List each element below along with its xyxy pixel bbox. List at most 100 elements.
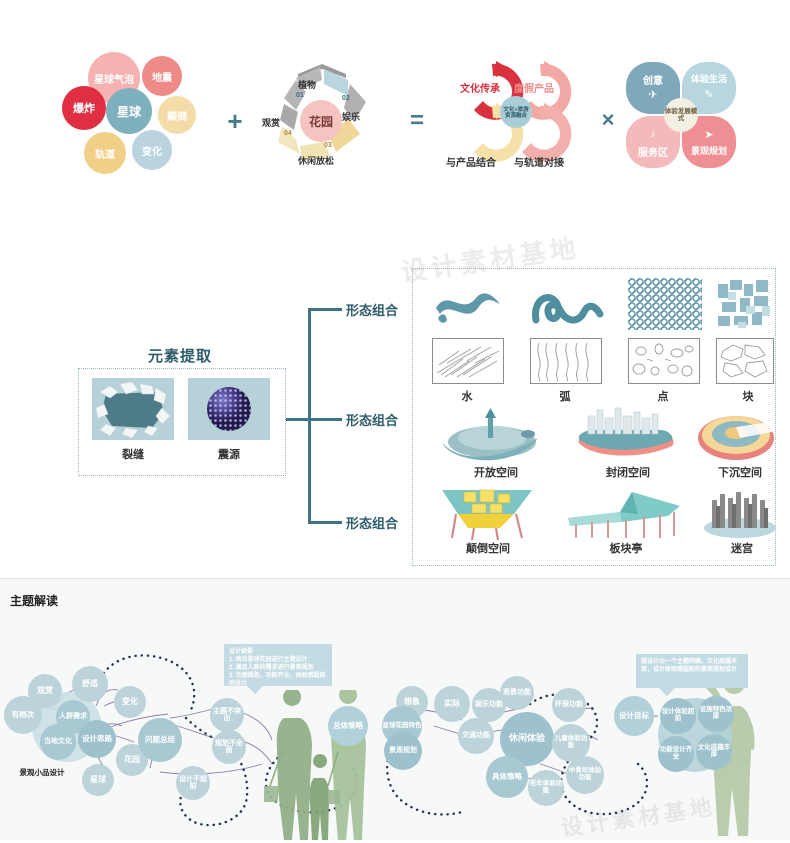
form-caption-open-space: 开放空间	[474, 467, 518, 479]
model-center-label: 体验发展模式	[664, 98, 698, 132]
element-extraction-panel: 元素提取 裂缝	[0, 250, 790, 570]
bubble-label: 交通功能	[462, 732, 490, 740]
cycle-center-garden[interactable]: 花园	[300, 100, 342, 142]
epicenter-icon[interactable]	[188, 378, 270, 440]
form-caption-sunken-space: 下沉空间	[718, 467, 762, 479]
experience-model-diagram: 创意 ✈ 体验生活 ✎ ♪ 服务区 ➤ 景观规划 体验发展模式	[626, 62, 738, 172]
bubble-complete-functional-design[interactable]: 功能设计齐全	[658, 736, 694, 772]
callout-line-1: 1. 结合星球花园进行主题设计	[229, 657, 308, 664]
crack-icon[interactable]	[92, 378, 174, 440]
fusion-center-label: 文化+旅游资源融合	[503, 106, 529, 119]
block-mosaic-icon[interactable]	[716, 278, 772, 330]
speaker-icon: ♪	[650, 128, 656, 140]
cycle-step-4-label: 观赏	[262, 118, 281, 128]
cycle-center-label: 花园	[308, 114, 333, 129]
bubble-inverted[interactable]: 颠倒	[158, 96, 196, 134]
callout-design-vision[interactable]: 想设计出一个主题明确，文化底蕴丰厚，设计体验感超前的景观规划设计	[636, 654, 748, 696]
fusion-label-rail: 与轨道对接	[514, 158, 564, 169]
fusion-label-product: 与产品结合	[446, 158, 496, 169]
culture-tourism-fusion-diagram: 文化+旅游资源融合 文化传承 度假产品 与产品结合 与轨道对接	[446, 56, 582, 176]
bubble-practical[interactable]: 实际	[434, 686, 470, 722]
bubble-viewing-function[interactable]: 观景功能	[500, 676, 534, 710]
bubble-label: 具体策略	[492, 772, 522, 782]
quadrant-creativity[interactable]: 创意 ✈	[626, 62, 680, 114]
bubble-label: 想象	[404, 696, 420, 706]
source-caption-epicenter: 震源	[218, 449, 240, 461]
dot-mesh-icon[interactable]	[628, 278, 702, 330]
cycle-step-2-num: 02	[342, 95, 350, 102]
form-caption-pavilion: 板块亭	[609, 543, 643, 555]
bubble-planning-incomplete[interactable]: 规划不全面	[212, 730, 246, 764]
mid-section-title: 元素提取	[148, 348, 213, 365]
cycle-step-2-label: 娱乐	[342, 112, 361, 122]
bubble-orbit[interactable]: 轨道	[84, 132, 126, 174]
open-space-icon[interactable]	[436, 408, 546, 464]
bubble-label: 星球	[90, 774, 106, 784]
form-caption-water: 水	[461, 391, 473, 403]
forms-dashed-panel	[412, 268, 776, 566]
bubble-label: 观赏	[37, 685, 53, 695]
branch-label-2: 形态组合	[346, 413, 399, 428]
cycle-arrows-icon	[278, 64, 366, 160]
callout-line-2: 2. 满足人群的需求进行景观规划	[229, 665, 314, 672]
bubble-comfort[interactable]: 舒适	[72, 666, 108, 702]
bubble-deep-cultural-heritage[interactable]: 文化底蕴丰厚	[696, 734, 732, 770]
bubble-design-approach[interactable]: 设计思路	[78, 720, 116, 758]
bubble-label: 设施特色浓厚	[699, 706, 733, 720]
bubble-young-adult-experience-function[interactable]: 中青年体验功能	[566, 756, 604, 794]
bubble-elderly-experience-function[interactable]: 老年体验功能	[528, 770, 564, 806]
bubble-earthquake[interactable]: 地震	[142, 56, 182, 96]
bubble-explosion[interactable]: 爆炸	[62, 86, 106, 130]
sketch-block-icon	[716, 338, 774, 384]
closed-space-icon[interactable]	[572, 406, 682, 464]
rocket-icon: ✈	[648, 89, 658, 101]
bubble-design-not-advanced[interactable]: 设计不超前	[176, 766, 210, 800]
arc-curve-icon[interactable]	[530, 282, 610, 330]
bottom-section-title: 主题解读	[10, 594, 59, 608]
bubble-rich-facility-features[interactable]: 设施特色浓厚	[698, 696, 734, 732]
bubble-design-goal[interactable]: 设计目标	[614, 696, 654, 736]
bubble-center-planet[interactable]: 星球	[106, 88, 152, 134]
bubble-theme-not-prominent[interactable]: 主题不突出	[210, 698, 244, 732]
operator-plus: +	[227, 105, 243, 136]
bubble-overall-strategy[interactable]: 总体策略	[328, 706, 368, 746]
maze-icon[interactable]	[700, 488, 780, 540]
callout-design-outline[interactable]: 设计纲要 1. 结合星球花园进行主题设计 2. 满足人群的需求进行景观规划 3.…	[224, 644, 332, 694]
bubble-environmental-function[interactable]: 环保功能	[552, 688, 586, 722]
bubble-label: 变化	[142, 146, 162, 158]
bubble-label: 变化	[122, 696, 138, 706]
sketch-water-icon	[432, 338, 504, 384]
bubble-problem-summary[interactable]: 问题总结	[138, 718, 182, 762]
source-dashed-box	[78, 368, 286, 476]
bubble-children-experience-function[interactable]: 儿童体验功能	[552, 724, 590, 762]
quadrant-landscape-planning[interactable]: ➤ 景观规划	[682, 116, 736, 168]
bubble-planet[interactable]: 星球	[82, 764, 114, 796]
bubble-landscape-furniture-design[interactable]: 景观小品设计	[18, 760, 66, 786]
bubble-advanced-design-experience[interactable]: 设计体验超前	[660, 698, 696, 734]
sunken-space-icon[interactable]	[694, 408, 778, 464]
bubble-local-culture[interactable]: 当地文化	[40, 724, 76, 760]
notebook-icon: ✎	[704, 89, 714, 101]
bubble-high-grade[interactable]: 有档次	[4, 696, 42, 734]
bubble-label: 主题不突出	[213, 707, 241, 722]
form-caption-arc: 弧	[559, 391, 571, 403]
sketch-arc-icon	[530, 338, 602, 384]
bubble-label: 花园	[124, 754, 140, 764]
plate-pavilion-icon[interactable]	[564, 488, 684, 540]
form-caption-maze: 迷宫	[731, 543, 753, 555]
water-wave-icon[interactable]	[432, 282, 504, 330]
bubble-change[interactable]: 变化	[132, 130, 172, 170]
fusion-label-culture: 文化传承	[460, 84, 500, 95]
cycle-step-3-label: 休闲放松	[298, 156, 335, 166]
inverted-space-icon[interactable]	[436, 484, 540, 541]
branch-label-3: 形态组合	[346, 516, 399, 531]
section-divider	[0, 578, 790, 579]
bubble-specific-strategy[interactable]: 具体策略	[486, 756, 528, 798]
bubble-label: 老年体验功能	[529, 780, 563, 794]
bubble-landscape-planning[interactable]: 景观规划	[384, 732, 422, 770]
bubble-change[interactable]: 变化	[114, 686, 146, 718]
bubble-traffic-function[interactable]: 交通功能	[458, 718, 494, 754]
form-caption-dot: 点	[657, 391, 669, 403]
bubble-label: 颠倒	[167, 111, 187, 123]
